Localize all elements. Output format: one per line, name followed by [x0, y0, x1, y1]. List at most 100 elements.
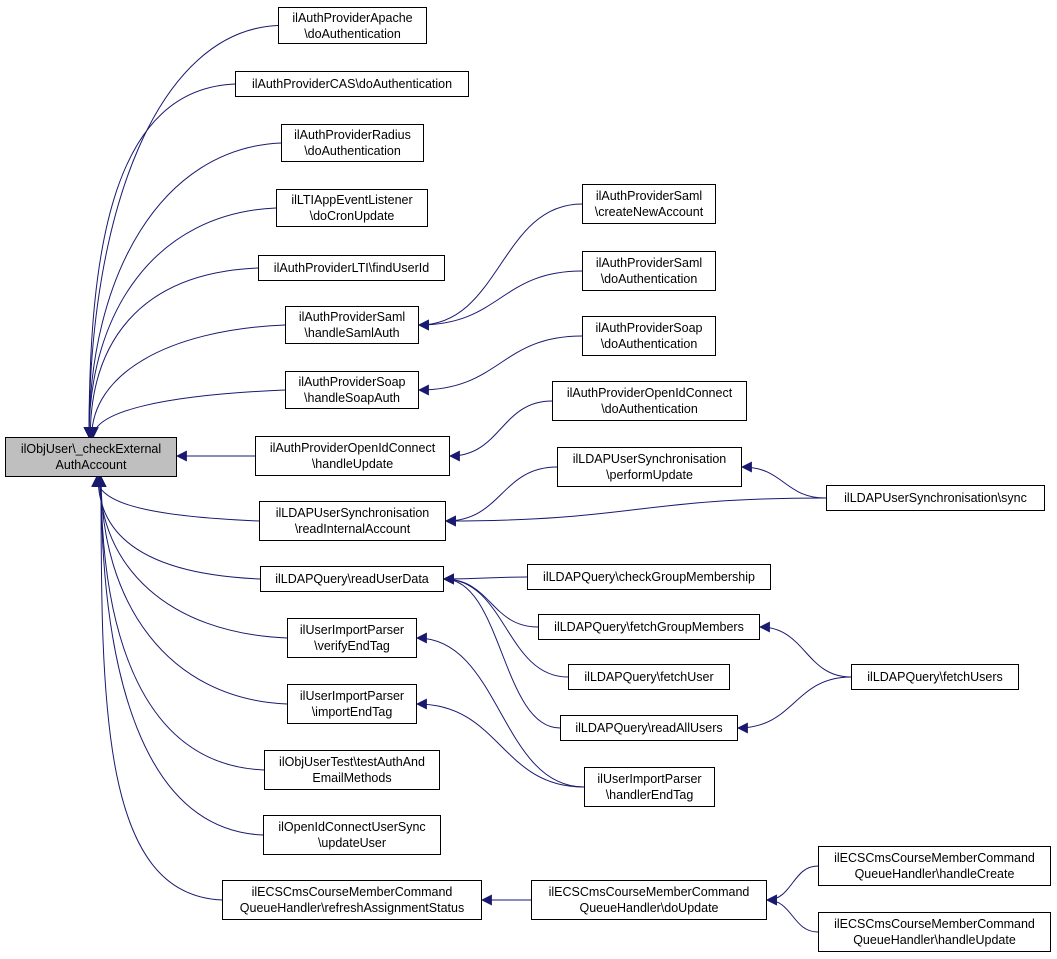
node-authproviderlti-finduserid[interactable]: ilAuthProviderLTI\findUserId: [258, 255, 445, 281]
call-edge-ldap_perform-to-ldap_readint: [444, 466, 558, 527]
node-authprovidersaml-createnewaccount[interactable]: ilAuthProviderSaml \createNewAccount: [582, 184, 716, 224]
node-ldapquery-fetchgroupmembers[interactable]: ilLDAPQuery\fetchGroupMembers: [538, 614, 760, 640]
node-label-line: EmailMethods: [312, 771, 392, 785]
node-userimportparser-handlerendtag[interactable]: ilUserImportParser \handlerEndTag: [584, 767, 715, 807]
node-label-line: QueueHandler\refreshAssignmentStatus: [239, 901, 465, 915]
call-edge-ldap_fetchusers-to-ldap_fetchgm: [758, 621, 852, 678]
node-label-line: ilECSCmsCourseMemberCommand: [834, 851, 1035, 865]
node-userimportparser-importendtag[interactable]: ilUserImportParser \importEndTag: [287, 684, 417, 724]
node-label-line: \handleSoapAuth: [304, 391, 400, 405]
node-label-line: ilAuthProviderSaml: [595, 189, 703, 203]
node-userimportparser-verifyendtag[interactable]: ilUserImportParser \verifyEndTag: [287, 618, 417, 658]
node-label-line: \performUpdate: [606, 468, 693, 482]
node-authprovidersaml-doauthentication[interactable]: ilAuthProviderSaml \doAuthentication: [582, 251, 716, 291]
call-edge-ldap_sync-to-ldap_perform: [740, 461, 827, 499]
node-label-line: ilAuthProviderRadius: [294, 128, 411, 142]
call-edge-saml_create-to-saml_handle: [417, 203, 583, 331]
node-label-line: ilLDAPQuery\fetchUsers: [867, 670, 1003, 684]
node-label-line: \doAuthentication: [600, 337, 698, 351]
node-label-line: ilLDAPUserSynchronisation: [275, 506, 430, 520]
call-edge-ldap_fetchgm-to-ldap_readuser: [442, 573, 539, 628]
call-edge-radius-to-root: [83, 142, 282, 439]
node-label-line: ilAuthProviderOpenIdConnect: [269, 441, 436, 455]
node-authprovideropenidconnect-handleupdate[interactable]: ilAuthProviderOpenIdConnect \handleUpdat…: [255, 436, 450, 476]
node-authprovidercas-doauthentication[interactable]: ilAuthProviderCAS\doAuthentication: [235, 71, 469, 97]
node-label-line: ilLTIAppEventListener: [291, 193, 413, 207]
node-root-checkexternalauthaccount: ilObjUser\_checkExternal AuthAccount: [5, 437, 177, 477]
call-edge-soap_doauth-to-soap_handle: [417, 335, 583, 396]
node-label-line: \doAuthentication: [600, 272, 698, 286]
node-label-line: QueueHandler\doUpdate: [579, 901, 719, 915]
node-label-line: QueueHandler\handleCreate: [854, 867, 1015, 881]
call-edge-ldap_fetchuser-to-ldap_readuser: [442, 573, 569, 678]
node-authproviderapache-doauthentication[interactable]: ilAuthProviderApache \doAuthentication: [278, 7, 427, 44]
node-label-line: ilObjUser\_checkExternal: [20, 442, 162, 456]
node-authprovideropenidconnect-doauthentication[interactable]: ilAuthProviderOpenIdConnect \doAuthentic…: [552, 381, 747, 421]
call-edge-apache-to-root: [83, 25, 279, 439]
node-label-line: ilAuthProviderApache: [292, 10, 413, 25]
call-edge-ldap_readint-to-root: [91, 475, 260, 522]
call-edge-import_end-to-root: [95, 475, 288, 705]
node-label-line: AuthAccount: [55, 458, 127, 472]
call-edge-soap_handle-to-root: [87, 389, 286, 439]
node-ldapusersynchronisation-readinternalaccount[interactable]: ilLDAPUserSynchronisation \readInternalA…: [259, 501, 446, 541]
node-label-line: \verifyEndTag: [314, 639, 390, 653]
node-label-line: ilAuthProviderOpenIdConnect: [566, 386, 733, 400]
call-edge-ecs_create-to-ecs_doupdate: [765, 865, 819, 906]
node-authproviderradius-doauthentication[interactable]: ilAuthProviderRadius \doAuthentication: [281, 124, 424, 162]
node-ecscmscoursemembercommandqueuehandler-handlecreate[interactable]: ilECSCmsCourseMemberCommand QueueHandler…: [818, 846, 1051, 886]
node-label-line: ilAuthProviderSoap: [595, 321, 703, 335]
node-ecscmscoursemembercommandqueuehandler-refreshassignmentstatus[interactable]: ilECSCmsCourseMemberCommand QueueHandler…: [222, 880, 482, 920]
node-label-line: ilECSCmsCourseMemberCommand: [548, 885, 750, 899]
node-label-line: ilObjUserTest\testAuthAnd: [279, 755, 425, 769]
node-label-line: ilLDAPQuery\fetchUser: [584, 670, 714, 684]
node-ldapusersynchronisation-sync[interactable]: ilLDAPUserSynchronisation\sync: [826, 485, 1045, 511]
node-label-line: ilLDAPQuery\readUserData: [275, 572, 429, 586]
node-label-line: ilLDAPQuery\checkGroupMembership: [543, 570, 755, 584]
node-label-line: \doAuthentication: [304, 144, 401, 158]
node-ldapusersynchronisation-performupdate[interactable]: ilLDAPUserSynchronisation \performUpdate: [557, 447, 742, 487]
call-edge-ldap_sync-to-ldap_readint: [444, 497, 827, 527]
node-label-line: \importEndTag: [311, 705, 393, 719]
node-label-line: ilLDAPQuery\fetchGroupMembers: [554, 620, 744, 634]
node-ldapquery-checkgroupmembership[interactable]: ilLDAPQuery\checkGroupMembership: [527, 564, 771, 590]
node-ltiappeventlistener-docronupdate[interactable]: ilLTIAppEventListener \doCronUpdate: [276, 189, 428, 227]
call-edge-ldap_checkgroup-to-ldap_readuser: [442, 573, 528, 585]
node-openidconnectusersync-updateuser[interactable]: ilOpenIdConnectUserSync \updateUser: [263, 815, 441, 855]
call-edge-ecs_refresh-to-root: [95, 475, 223, 901]
call-edge-lti_find-to-root: [84, 267, 259, 439]
node-label-line: \updateUser: [317, 836, 387, 850]
call-edge-oidc_doauth-to-oidc_update: [448, 400, 553, 462]
node-label-line: \doAuthentication: [304, 26, 401, 41]
node-label-line: ilUserImportParser: [597, 772, 702, 786]
call-edge-saml_doauth-to-saml_handle: [417, 270, 583, 331]
node-ldapquery-fetchusers[interactable]: ilLDAPQuery\fetchUsers: [851, 664, 1019, 690]
node-label-line: ilAuthProviderCAS\doAuthentication: [251, 77, 453, 91]
node-ecscmscoursemembercommandqueuehandler-doupdate[interactable]: ilECSCmsCourseMemberCommand QueueHandler…: [531, 880, 767, 920]
node-authprovidersoap-handlesoapauth[interactable]: ilAuthProviderSoap \handleSoapAuth: [285, 371, 419, 409]
node-objusertest-testauthandemailmethods[interactable]: ilObjUserTest\testAuthAnd EmailMethods: [264, 750, 440, 790]
node-label-line: ilAuthProviderSaml: [595, 256, 703, 270]
node-authprovidersoap-doauthentication[interactable]: ilAuthProviderSoap \doAuthentication: [582, 316, 716, 356]
node-label-line: ilUserImportParser: [299, 623, 405, 637]
node-ldapquery-fetchuser[interactable]: ilLDAPQuery\fetchUser: [568, 664, 730, 690]
node-ldapquery-readallusers[interactable]: ilLDAPQuery\readAllUsers: [560, 715, 738, 741]
node-label-line: ilAuthProviderSaml: [298, 310, 406, 324]
call-edge-ldap_fetchusers-to-ldap_readall: [736, 676, 852, 734]
node-ecscmscoursemembercommandqueuehandler-handleupdate[interactable]: ilECSCmsCourseMemberCommand QueueHandler…: [818, 912, 1051, 952]
node-label-line: ilAuthProviderLTI\findUserId: [273, 261, 430, 275]
call-edge-oidc_sync-to-root: [95, 475, 264, 836]
call-edge-cas-to-root: [83, 83, 236, 439]
node-label-line: \readInternalAccount: [294, 522, 411, 536]
node-label-line: ilECSCmsCourseMemberCommand: [251, 885, 453, 899]
node-label-line: \handlerEndTag: [605, 788, 694, 802]
node-label-line: ilUserImportParser: [299, 689, 405, 703]
node-label-line: \doAuthentication: [601, 402, 698, 416]
call-edge-ldap_readall-to-ldap_readuser: [442, 573, 561, 729]
node-ldapquery-readuserdata[interactable]: ilLDAPQuery\readUserData: [260, 566, 444, 592]
node-label-line: \doCronUpdate: [309, 209, 395, 223]
node-label-line: \handleSamlAuth: [304, 326, 400, 340]
node-authprovidersaml-handlesamlauth[interactable]: ilAuthProviderSaml \handleSamlAuth: [285, 306, 419, 344]
call-edge-saml_handle-to-root: [86, 324, 286, 439]
